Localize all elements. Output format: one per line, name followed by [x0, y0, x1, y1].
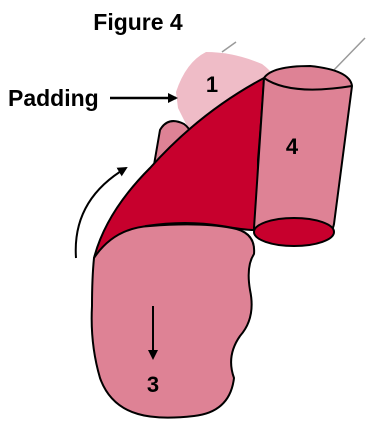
- padding-label: Padding: [8, 85, 99, 111]
- figure-title: Figure 4: [93, 9, 183, 35]
- part-number-4: 4: [286, 134, 299, 159]
- guide-line-right: [332, 38, 365, 72]
- guide-line-left: [222, 42, 236, 52]
- cylinder-4-opening: [254, 218, 334, 246]
- part-number-1: 1: [206, 72, 218, 97]
- part-number-3: 3: [147, 372, 159, 397]
- cylinder-4-body: [254, 66, 352, 244]
- lower-piece: [92, 224, 254, 417]
